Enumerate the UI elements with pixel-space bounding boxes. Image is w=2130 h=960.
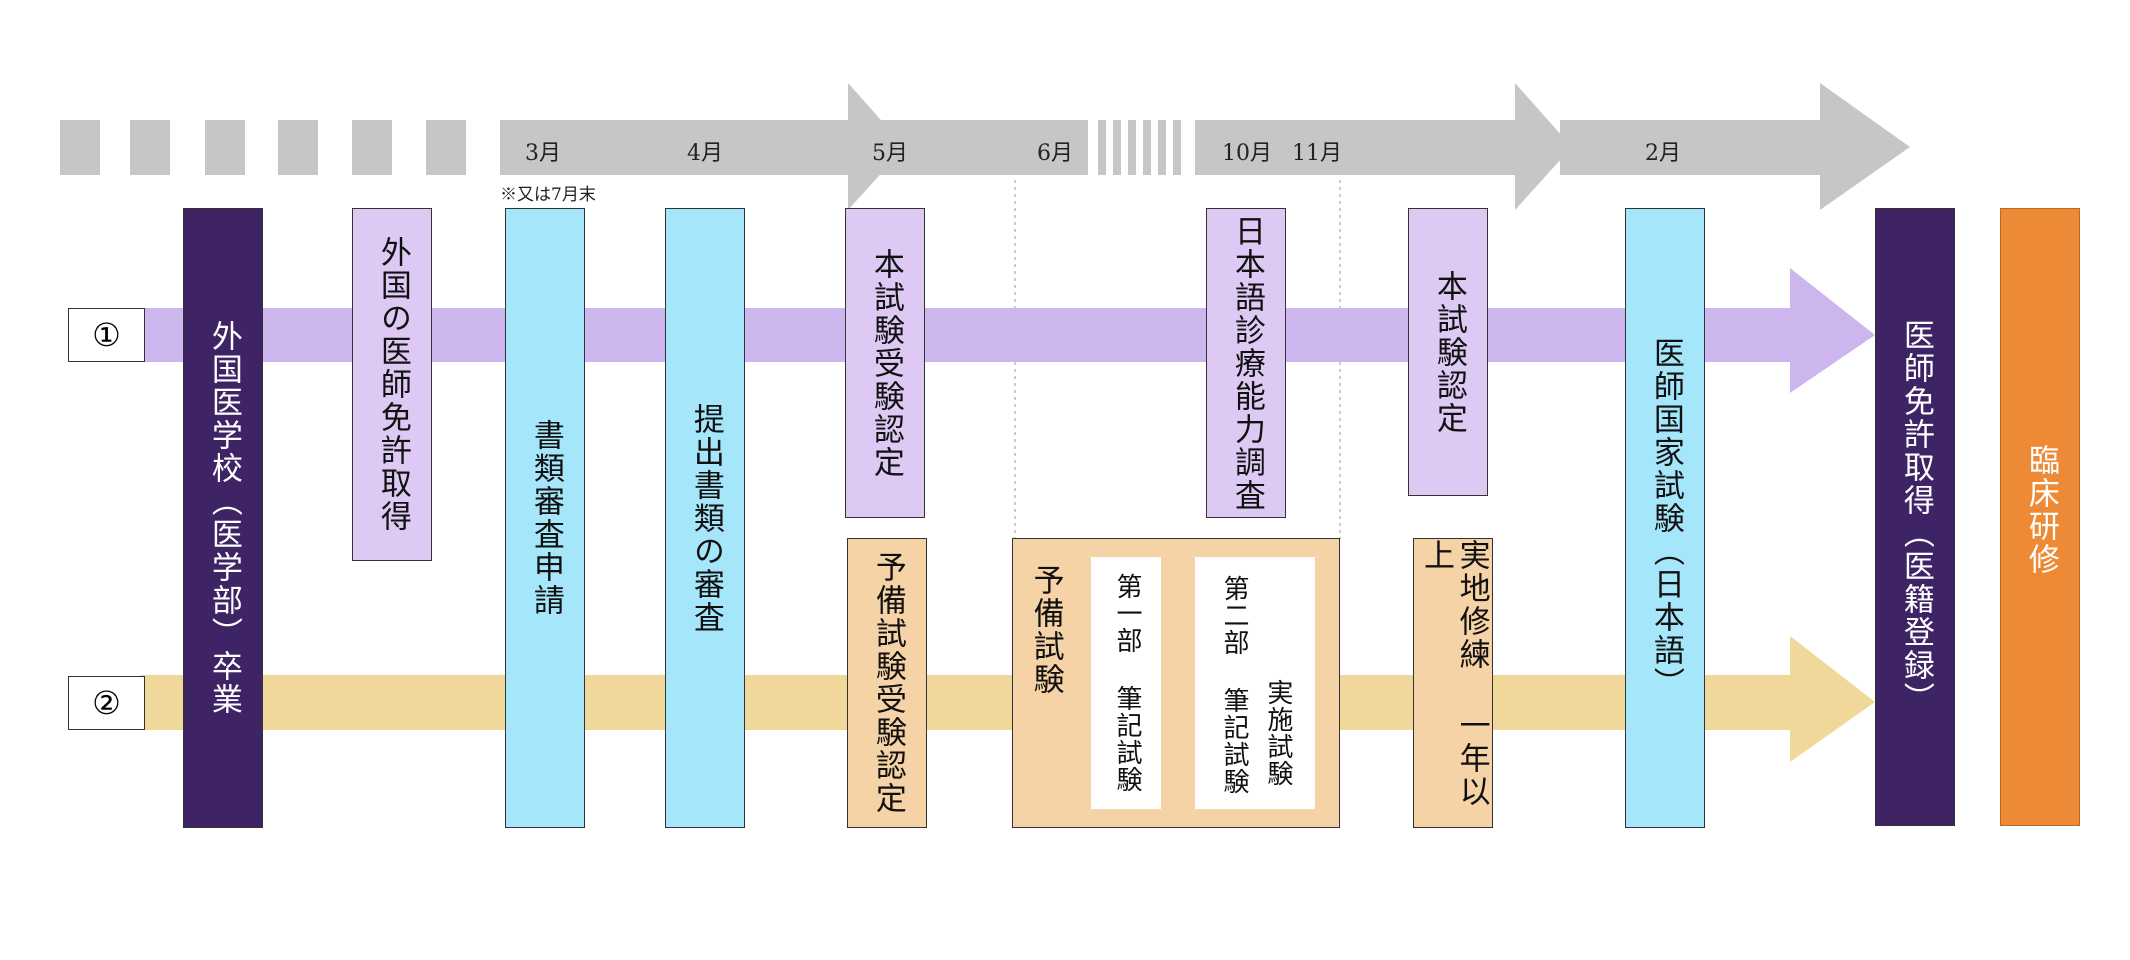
step-main-exam-cert-2-text: 本試験認定 <box>1430 269 1467 435</box>
step-foreign-license-text: 外国の医師免許取得 <box>374 236 411 533</box>
timeline-dashes <box>60 120 466 175</box>
route1-label: ① <box>68 308 145 362</box>
step-clinical-training-text: 臨床研修 <box>2022 444 2059 576</box>
timeline-arrow <box>500 83 1910 210</box>
step-japanese-check: 日本語診療能力調査 <box>1206 208 1286 518</box>
step-main-exam-cert: 本試験受験認定 <box>845 208 925 518</box>
step-application-text: 書類審査申請 <box>527 419 564 617</box>
step-training: 実地修練 一年以上 <box>1413 538 1493 828</box>
timeline-note: ※又は7月末 <box>500 185 596 205</box>
step-prelim-cert-text: 予備試験受験認定 <box>869 551 906 815</box>
step-graduation: 外国医学校（医学部）卒業 <box>183 208 263 828</box>
prelim-part1: 第一部 筆記試験 <box>1091 557 1161 809</box>
step-prelim-cert: 予備試験受験認定 <box>847 538 927 828</box>
route2-label-text: ② <box>92 684 121 722</box>
step-main-exam-cert-2: 本試験認定 <box>1408 208 1488 496</box>
step-review-text: 提出書類の審査 <box>687 402 724 634</box>
month-label-jun: 6月 <box>1037 141 1073 166</box>
route2-label: ② <box>68 676 145 730</box>
step-national-exam: 医師国家試験（日本語） <box>1625 208 1705 828</box>
month-label-apr: 4月 <box>687 141 723 166</box>
route2-arrow <box>140 636 1875 762</box>
prelim-part1-text: 第一部 筆記試験 <box>1111 573 1142 793</box>
step-foreign-license: 外国の医師免許取得 <box>352 208 432 561</box>
step-application: 書類審査申請 <box>505 208 585 828</box>
month-label-nov: 11月 <box>1292 141 1342 166</box>
step-japanese-check-text: 日本語診療能力調査 <box>1228 214 1265 512</box>
step-main-exam-cert-text: 本試験受験認定 <box>867 247 904 479</box>
prelim-part2-b-text: 実施試験 <box>1262 679 1293 787</box>
step-graduation-text: 外国医学校（医学部）卒業 <box>205 320 242 716</box>
route1-label-text: ① <box>92 316 121 354</box>
step-training-text: 実地修練 一年以上 <box>1418 539 1490 808</box>
step-license: 医師免許取得（医籍登録） <box>1875 208 1955 826</box>
month-label-mar: 3月 <box>525 141 561 166</box>
month-label-feb: 2月 <box>1645 141 1681 166</box>
step-prelim-exam-title: 予備試験 <box>1027 564 1064 696</box>
prelim-part2: 第二部 筆記試験 実施試験 <box>1195 557 1315 809</box>
prelim-part2-a-text: 第二部 筆記試験 <box>1219 575 1249 795</box>
step-prelim-exam: 予備試験 第一部 筆記試験 第二部 筆記試験 実施試験 <box>1012 538 1340 828</box>
step-review: 提出書類の審査 <box>665 208 745 828</box>
month-label-oct: 10月 <box>1222 141 1272 166</box>
month-label-may: 5月 <box>872 141 908 166</box>
step-license-text: 医師免許取得（医籍登録） <box>1897 319 1934 715</box>
step-national-exam-text: 医師国家試験（日本語） <box>1647 336 1684 700</box>
step-clinical-training: 臨床研修 <box>2000 208 2080 826</box>
